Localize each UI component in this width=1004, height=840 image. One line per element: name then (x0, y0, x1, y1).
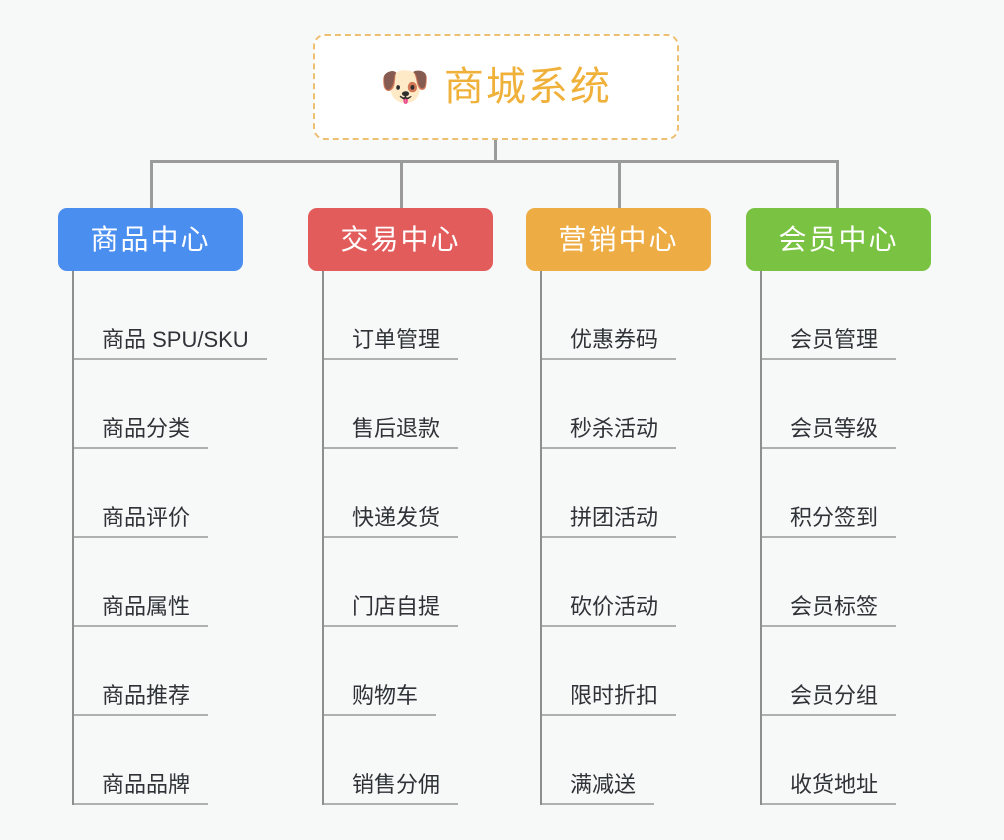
leaf-label: 商品评价 (102, 504, 191, 530)
leaf-underline: 积分签到 (762, 504, 897, 538)
root-node[interactable]: 🐶 商城系统 (313, 34, 679, 140)
leaf-label: 订单管理 (352, 326, 441, 352)
leaf-underline: 拼团活动 (542, 504, 677, 538)
leaf-item[interactable]: 优惠券码 (542, 271, 711, 360)
leaf-underline: 收货地址 (762, 771, 897, 805)
branch-header-label: 商品中心 (90, 223, 211, 255)
leaf-underline: 满减送 (542, 771, 655, 805)
branch-leaf-list: 订单管理售后退款快递发货门店自提购物车销售分佣 (322, 271, 493, 805)
connector-bus (150, 160, 839, 163)
connector-drop-member-center (836, 160, 839, 208)
leaf-label: 商品属性 (102, 593, 191, 619)
leaf-underline: 会员管理 (762, 326, 897, 360)
leaf-label: 购物车 (352, 682, 419, 708)
branch-header-member-center[interactable]: 会员中心 (746, 208, 931, 271)
leaf-label: 售后退款 (352, 415, 441, 441)
leaf-underline: 商品评价 (74, 504, 209, 538)
leaf-label: 秒杀活动 (570, 415, 659, 441)
leaf-underline: 商品品牌 (74, 771, 209, 805)
leaf-item[interactable]: 商品品牌 (74, 716, 243, 805)
leaf-label: 砍价活动 (570, 593, 659, 619)
leaf-item[interactable]: 商品属性 (74, 538, 243, 627)
branch-trade-center: 交易中心订单管理售后退款快递发货门店自提购物车销售分佣 (308, 208, 493, 805)
leaf-item[interactable]: 商品推荐 (74, 627, 243, 716)
leaf-label: 积分签到 (790, 504, 879, 530)
leaf-item[interactable]: 会员分组 (762, 627, 931, 716)
leaf-label: 快递发货 (352, 504, 441, 530)
connector-drop-trade-center (400, 160, 403, 208)
leaf-item[interactable]: 商品评价 (74, 449, 243, 538)
leaf-label: 商品品牌 (102, 771, 191, 797)
branch-leaf-list: 商品 SPU/SKU 商品分类商品评价商品属性商品推荐商品品牌 (72, 271, 267, 805)
leaf-item[interactable]: 会员标签 (762, 538, 931, 627)
branch-header-product-center[interactable]: 商品中心 (58, 208, 243, 271)
branch-leaf-list: 会员管理会员等级积分签到会员标签会员分组收货地址 (760, 271, 931, 805)
leaf-underline: 限时折扣 (542, 682, 677, 716)
leaf-item[interactable]: 购物车 (324, 627, 493, 716)
leaf-underline: 商品分类 (74, 415, 209, 449)
leaf-label: 销售分佣 (352, 771, 441, 797)
leaf-underline: 优惠券码 (542, 326, 677, 360)
leaf-item[interactable]: 快递发货 (324, 449, 493, 538)
leaf-item[interactable]: 会员等级 (762, 360, 931, 449)
connector-drop-product-center (150, 160, 153, 208)
leaf-underline: 门店自提 (324, 593, 459, 627)
leaf-underline: 秒杀活动 (542, 415, 677, 449)
branch-member-center: 会员中心会员管理会员等级积分签到会员标签会员分组收货地址 (746, 208, 931, 805)
leaf-underline: 商品推荐 (74, 682, 209, 716)
leaf-underline: 快递发货 (324, 504, 459, 538)
leaf-item[interactable]: 限时折扣 (542, 627, 711, 716)
leaf-item[interactable]: 拼团活动 (542, 449, 711, 538)
leaf-label: 拼团活动 (570, 504, 659, 530)
root-title: 商城系统 (443, 65, 612, 109)
leaf-underline: 售后退款 (324, 415, 459, 449)
leaf-label: 满减送 (570, 771, 637, 797)
leaf-label: 会员分组 (790, 682, 879, 708)
leaf-underline: 会员分组 (762, 682, 897, 716)
leaf-underline: 商品 SPU/SKU (74, 326, 267, 360)
branch-header-label: 交易中心 (340, 223, 461, 255)
leaf-underline: 销售分佣 (324, 771, 459, 805)
leaf-item[interactable]: 满减送 (542, 716, 711, 805)
branch-header-marketing-center[interactable]: 营销中心 (526, 208, 711, 271)
branch-header-label: 营销中心 (558, 223, 679, 255)
leaf-label: 会员标签 (790, 593, 879, 619)
branch-marketing-center: 营销中心优惠券码秒杀活动拼团活动砍价活动限时折扣满减送 (526, 208, 711, 805)
leaf-label: 会员管理 (790, 326, 879, 352)
connector-root-stub (494, 140, 497, 162)
leaf-underline: 商品属性 (74, 593, 209, 627)
leaf-label: 门店自提 (352, 593, 441, 619)
shiba-dog-face-icon: 🐶 (380, 65, 430, 109)
leaf-underline: 购物车 (324, 682, 437, 716)
leaf-item[interactable]: 砍价活动 (542, 538, 711, 627)
leaf-label: 商品 SPU/SKU (102, 326, 249, 352)
leaf-item[interactable]: 秒杀活动 (542, 360, 711, 449)
leaf-item[interactable]: 商品 SPU/SKU (74, 271, 267, 360)
leaf-underline: 会员标签 (762, 593, 897, 627)
leaf-label: 收货地址 (790, 771, 879, 797)
leaf-item[interactable]: 门店自提 (324, 538, 493, 627)
leaf-label: 优惠券码 (570, 326, 659, 352)
leaf-label: 会员等级 (790, 415, 879, 441)
leaf-label: 商品分类 (102, 415, 191, 441)
branch-header-label: 会员中心 (778, 223, 899, 255)
leaf-item[interactable]: 收货地址 (762, 716, 931, 805)
connector-drop-marketing-center (618, 160, 621, 208)
leaf-underline: 订单管理 (324, 326, 459, 360)
leaf-item[interactable]: 商品分类 (74, 360, 243, 449)
branch-product-center: 商品中心商品 SPU/SKU 商品分类商品评价商品属性商品推荐商品品牌 (58, 208, 267, 805)
leaf-item[interactable]: 销售分佣 (324, 716, 493, 805)
leaf-item[interactable]: 订单管理 (324, 271, 493, 360)
leaf-underline: 会员等级 (762, 415, 897, 449)
leaf-item[interactable]: 积分签到 (762, 449, 931, 538)
leaf-item[interactable]: 会员管理 (762, 271, 931, 360)
leaf-label: 限时折扣 (570, 682, 659, 708)
leaf-item[interactable]: 售后退款 (324, 360, 493, 449)
leaf-underline: 砍价活动 (542, 593, 677, 627)
leaf-label: 商品推荐 (102, 682, 191, 708)
branch-header-trade-center[interactable]: 交易中心 (308, 208, 493, 271)
branch-leaf-list: 优惠券码秒杀活动拼团活动砍价活动限时折扣满减送 (540, 271, 711, 805)
